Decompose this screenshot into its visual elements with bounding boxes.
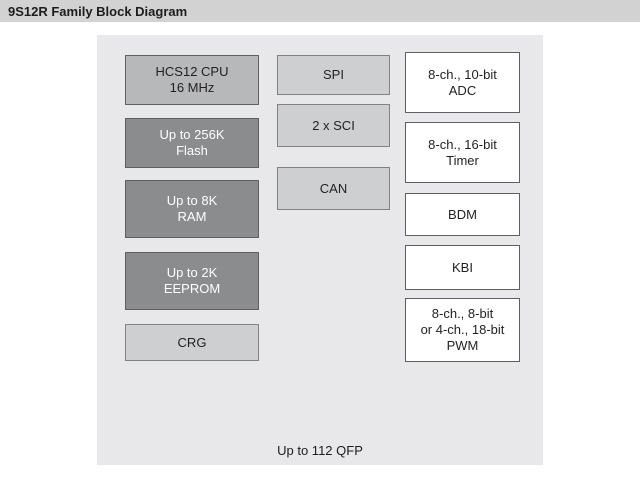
block-label-line: CRG bbox=[177, 334, 207, 350]
block-label-line: Flash bbox=[176, 143, 208, 158]
block-label-line: 2 x SCI bbox=[312, 117, 355, 133]
block-label-line: KBI bbox=[452, 259, 473, 275]
block-label-line: EEPROM bbox=[163, 281, 221, 296]
block-label-line: Up to 256K bbox=[159, 127, 225, 142]
block-label-line: HCS12 CPU bbox=[155, 64, 229, 79]
block-timer: 8-ch., 16-bit Timer bbox=[405, 122, 520, 183]
block-label-line: Timer bbox=[446, 152, 479, 168]
package-label: Up to 112 QFP bbox=[277, 443, 363, 458]
block-label-line: ADC bbox=[448, 82, 477, 98]
block-label-line: 8-ch., 8-bit bbox=[431, 306, 494, 321]
block-label-line: PWM bbox=[446, 338, 479, 353]
block-pwm: 8-ch., 8-bit or 4-ch., 18-bit PWM bbox=[405, 298, 520, 362]
block-eeprom: Up to 2K EEPROM bbox=[125, 252, 259, 310]
block-kbi: KBI bbox=[405, 245, 520, 290]
block-can: CAN bbox=[277, 167, 390, 210]
block-label-line: RAM bbox=[177, 209, 207, 224]
block-label-line: BDM bbox=[448, 206, 477, 222]
block-label-line: Up to 8K bbox=[166, 193, 218, 208]
diagram-panel: HCS12 CPU 16 MHz Up to 256K Flash Up to … bbox=[97, 35, 543, 465]
title-bar: 9S12R Family Block Diagram bbox=[0, 0, 640, 22]
block-hcs12-cpu: HCS12 CPU 16 MHz bbox=[125, 55, 259, 105]
block-label-line: 16 MHz bbox=[169, 80, 215, 95]
block-label-line: CAN bbox=[319, 180, 348, 196]
block-crg: CRG bbox=[125, 324, 259, 361]
block-label-line: SPI bbox=[323, 67, 344, 82]
block-label-line: or 4-ch., 18-bit bbox=[420, 322, 505, 337]
block-label-line: 8-ch., 10-bit bbox=[428, 66, 497, 82]
block-spi: SPI bbox=[277, 55, 390, 95]
block-bdm: BDM bbox=[405, 193, 520, 236]
block-label-line: 8-ch., 16-bit bbox=[428, 136, 497, 152]
page-title: 9S12R Family Block Diagram bbox=[8, 3, 188, 19]
block-ram: Up to 8K RAM bbox=[125, 180, 259, 238]
block-label-line: Up to 2K bbox=[166, 265, 218, 280]
block-flash: Up to 256K Flash bbox=[125, 118, 259, 168]
block-sci: 2 x SCI bbox=[277, 104, 390, 147]
block-adc: 8-ch., 10-bit ADC bbox=[405, 52, 520, 113]
